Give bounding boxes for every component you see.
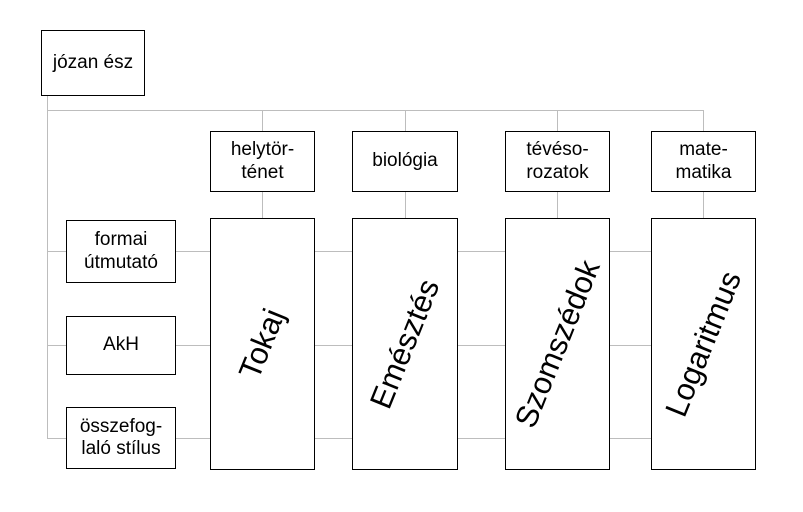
row-node-label: összefog- laló stílus bbox=[79, 415, 163, 459]
connector-row-3 bbox=[47, 438, 651, 439]
article-node-label: Emésztés bbox=[362, 274, 447, 414]
root-node: józan ész bbox=[41, 30, 145, 96]
connector-top-horizontal bbox=[47, 110, 703, 111]
article-node-label: Logaritmus bbox=[658, 266, 748, 422]
article-node-label: Tokaj bbox=[232, 303, 292, 384]
header-node-biologia: biológia bbox=[352, 131, 458, 192]
row-node-formai-utmutato: formai útmutató bbox=[66, 220, 176, 283]
connector-stub-header-3 bbox=[557, 110, 558, 131]
connector-root-vertical bbox=[47, 96, 48, 438]
row-node-label: formai útmutató bbox=[84, 229, 158, 273]
row-node-osszefoglalo-stilus: összefog- laló stílus bbox=[66, 407, 176, 469]
header-node-label: biológia bbox=[372, 150, 438, 172]
header-node-tevesorozatok: tévéso- rozatok bbox=[505, 131, 610, 192]
article-node-label: Szomszédok bbox=[507, 254, 607, 433]
connector-stub-header-1 bbox=[262, 110, 263, 131]
row-node-label: AkH bbox=[103, 334, 139, 356]
article-node-szomszedok: Szomszédok bbox=[505, 218, 610, 470]
connector-row-2 bbox=[47, 345, 651, 346]
connector-stub-column-2 bbox=[405, 192, 406, 218]
connector-row-1 bbox=[47, 251, 651, 252]
header-node-label: helytör- ténet bbox=[230, 139, 295, 183]
connector-stub-column-3 bbox=[557, 192, 558, 218]
article-node-emesztes: Emésztés bbox=[352, 218, 458, 470]
root-node-label: józan ész bbox=[52, 51, 134, 73]
connector-stub-column-4 bbox=[703, 192, 704, 218]
article-node-logaritmus: Logaritmus bbox=[651, 218, 756, 470]
header-node-helytortenet: helytör- ténet bbox=[210, 131, 315, 192]
row-node-akh: AkH bbox=[66, 316, 176, 375]
connector-stub-column-1 bbox=[262, 192, 263, 218]
header-node-label: mate- matika bbox=[675, 139, 732, 183]
article-node-tokaj: Tokaj bbox=[210, 218, 315, 470]
connector-stub-header-2 bbox=[405, 110, 406, 131]
connector-stub-header-4 bbox=[703, 110, 704, 131]
header-node-label: tévéso- rozatok bbox=[526, 139, 589, 183]
header-node-matematika: mate- matika bbox=[651, 131, 756, 192]
